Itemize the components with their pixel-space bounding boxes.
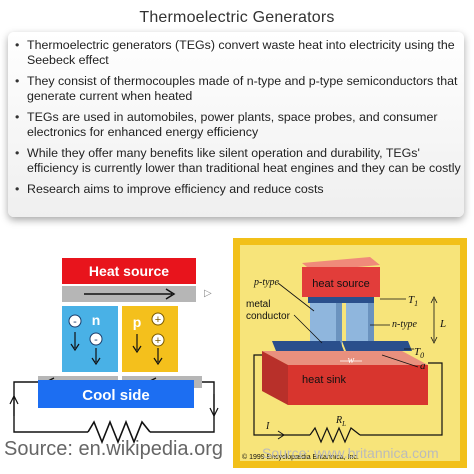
hole-icon	[151, 312, 165, 326]
t1-symbol: T	[408, 294, 415, 306]
length-dimension	[430, 296, 438, 344]
heat-source-label: Heat source	[89, 263, 169, 279]
page-title: Thermoelectric Generators	[139, 9, 335, 26]
hole-sign: +	[155, 314, 161, 326]
width-label: w	[348, 355, 355, 366]
source-attribution-left: Source: en.wikipedia.org	[4, 438, 224, 460]
p-type-leader	[277, 282, 315, 312]
bullet-item: TEGs are used in automobiles, power plan…	[14, 110, 462, 140]
cool-side-block	[38, 380, 194, 408]
upper-metal-plate	[308, 297, 374, 303]
down-arrow-icon	[91, 348, 101, 366]
t0-subscript: 0	[420, 351, 424, 360]
bullet-item: Research aims to improve efficiency and …	[14, 182, 462, 197]
bullet-item: Thermoelectric generators (TEGs) convert…	[14, 38, 462, 68]
hole-sign: +	[155, 335, 161, 347]
down-arrow-icon	[70, 332, 80, 352]
t1-label: T1	[408, 294, 418, 308]
heat-source-block	[302, 267, 380, 297]
hole-icon	[151, 333, 165, 347]
metal-conductor-label: metal	[246, 299, 270, 310]
lower-metal-plate-right	[342, 341, 412, 351]
p-type-leg	[122, 306, 178, 372]
a-label: a	[420, 360, 426, 372]
n-type-label: n	[92, 312, 101, 328]
heat-source-label: heat source	[312, 278, 369, 290]
p-type-leg	[310, 303, 336, 347]
teg-schematic-diagram: Heat source - - n p + + Cool side	[9, 258, 219, 445]
down-arrow-icon	[132, 334, 142, 354]
load-resistor-symbol: R	[335, 415, 342, 426]
electron-sign: -	[73, 316, 77, 328]
down-arrow-icon	[209, 394, 219, 418]
bullet-item: They consist of thermocouples made of n-…	[14, 74, 462, 104]
arrow-glyph: ▷	[204, 288, 212, 299]
teg-illustration-diagram: heat source heat sink p-type metal condu…	[233, 238, 467, 468]
heat-source-block	[62, 258, 196, 284]
t1-subscript: 1	[414, 299, 418, 308]
cool-side-label: Cool side	[82, 387, 150, 404]
source-attribution-right: Source: www.britannica.com	[262, 445, 439, 461]
resistor-icon	[87, 419, 151, 445]
load-resistor-subscript: L	[341, 420, 346, 428]
current-label: I	[265, 421, 270, 432]
metal-conductor-label: conductor	[246, 311, 291, 322]
load-resistor-label: RL	[335, 415, 346, 428]
electron-icon	[89, 332, 103, 346]
lower-metal-plate-left	[272, 341, 344, 351]
bullet-list: Thermoelectric generators (TEGs) convert…	[14, 38, 462, 203]
up-arrow-icon	[9, 394, 19, 416]
electron-sign: -	[94, 334, 98, 346]
n-type-leg	[346, 303, 368, 347]
heat-sink-block	[262, 351, 288, 405]
p-type-leg-side	[336, 303, 342, 347]
top-arrow-icon	[84, 288, 176, 300]
n-type-label: n-type	[392, 319, 418, 330]
current-arrow-icon	[264, 430, 285, 440]
p-type-label: p-type	[253, 277, 280, 288]
t0-symbol: T	[414, 346, 421, 358]
heat-sink-front	[288, 365, 428, 405]
down-arrow-icon	[153, 348, 163, 366]
length-label: L	[439, 318, 446, 330]
t0-label: T0	[414, 346, 424, 360]
p-type-label: p	[133, 314, 142, 330]
metal-conductor-leader	[293, 314, 323, 344]
electron-icon	[68, 314, 82, 328]
a-leader	[381, 354, 419, 368]
heat-sink-label: heat sink	[302, 374, 347, 386]
heat-sink-top	[262, 351, 428, 365]
resistor-icon	[309, 426, 361, 444]
copyright-label: © 1999 Encyclopædia Britannica, Inc.	[242, 453, 359, 461]
bullet-item: While they offer many benefits like sile…	[14, 146, 462, 176]
